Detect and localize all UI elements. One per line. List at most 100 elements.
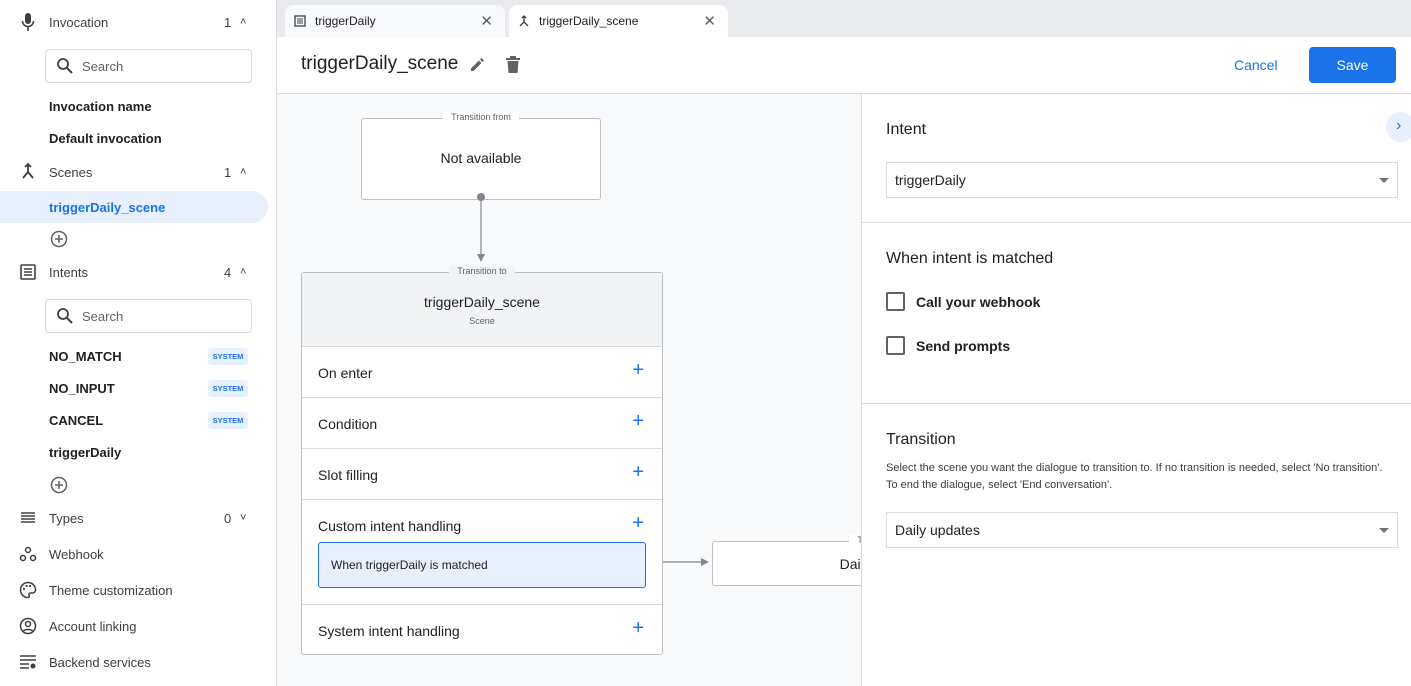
sidebar-item-theme[interactable]: Theme customization	[0, 578, 276, 602]
row-label: Custom intent handling	[318, 518, 462, 534]
page-title: triggerDaily_scene	[301, 53, 459, 74]
count: 0	[224, 510, 232, 526]
row-on-enter[interactable]: On enter +	[302, 346, 662, 397]
row-label: Slot filling	[318, 467, 378, 483]
row-label: On enter	[318, 365, 373, 381]
pencil-icon[interactable]	[469, 55, 487, 73]
intent-list-icon	[294, 15, 306, 27]
close-icon[interactable]: ✕	[703, 13, 716, 30]
intent-heading: Intent	[886, 121, 927, 138]
sidebar-item-intent[interactable]: NO_MATCH	[49, 349, 122, 364]
add-icon[interactable]: +	[632, 512, 644, 534]
system-badge: SYSTEM	[208, 348, 248, 365]
checkbox-icon[interactable]	[886, 336, 905, 355]
chevron-down-icon[interactable]: ˅	[240, 512, 247, 524]
intent-select[interactable]: triggerDaily	[886, 162, 1398, 198]
search-icon	[57, 308, 73, 324]
types-list-icon	[18, 508, 38, 528]
collapse-panel-chevron-right-icon[interactable]: ›	[1386, 112, 1411, 142]
count: 1	[224, 14, 232, 30]
scene-merge-icon	[18, 162, 38, 182]
scene-card: triggerDaily_scene Scene Transition to O…	[301, 266, 663, 655]
transition-to-box[interactable]: Transition to Daily updates	[712, 535, 861, 586]
webhook-icon	[18, 544, 38, 564]
sidebar-label: Backend services	[49, 654, 151, 670]
sidebar: Invocation 1 ˄ Search Invocation name De…	[0, 0, 277, 686]
add-icon[interactable]: +	[632, 461, 644, 483]
count: 4	[224, 264, 232, 280]
sidebar-label: Webhook	[49, 546, 104, 562]
row-system-intent-handling[interactable]: System intent handling +	[302, 604, 662, 655]
row-slot-filling[interactable]: Slot filling +	[302, 448, 662, 499]
scene-title: triggerDaily_scene	[424, 294, 540, 310]
search-placeholder: Search	[82, 58, 124, 74]
intent-list-icon	[18, 262, 38, 282]
chevron-up-icon[interactable]: ˄	[240, 166, 247, 178]
microphone-icon	[18, 12, 38, 32]
row-label: System intent handling	[318, 623, 460, 639]
transition-from-text: Not available	[440, 150, 522, 166]
sidebar-item-account-linking[interactable]: Account linking	[0, 614, 276, 638]
search-icon	[57, 58, 73, 74]
invocation-search-input[interactable]: Search	[45, 49, 252, 83]
scene-canvas: Transition from Not available triggerDai…	[277, 94, 861, 686]
sidebar-item-intent[interactable]: NO_INPUT	[49, 381, 115, 396]
scene-merge-icon	[519, 15, 529, 27]
sidebar-section-scenes[interactable]: Scenes 1 ˄	[0, 160, 276, 184]
row-custom-intent-handling[interactable]: Custom intent handling + When triggerDail…	[302, 499, 662, 604]
send-prompts-checkbox[interactable]: Send prompts	[886, 336, 1010, 355]
transition-from-box: Transition from Not available	[361, 112, 601, 200]
add-icon[interactable]: +	[632, 617, 644, 639]
sidebar-label: Invocation	[49, 14, 109, 30]
sidebar-item-triggerdaily-scene[interactable]: triggerDaily_scene	[0, 191, 268, 223]
legend-label: Transition to	[849, 535, 861, 545]
system-badge: SYSTEM	[208, 412, 248, 429]
sidebar-item-invocation-name[interactable]: Invocation name	[49, 99, 152, 114]
tab-triggerdaily-scene[interactable]: triggerDaily_scene ✕	[509, 5, 728, 37]
count: 1	[224, 164, 232, 180]
transition-select[interactable]: Daily updates	[886, 512, 1398, 548]
add-icon[interactable]: +	[632, 410, 644, 432]
backend-settings-icon	[18, 652, 38, 672]
sidebar-item-backend-services[interactable]: Backend services	[0, 650, 276, 674]
sidebar-label: Scenes	[49, 164, 93, 180]
save-button[interactable]: Save	[1309, 47, 1396, 83]
close-icon[interactable]: ✕	[480, 13, 493, 30]
transition-to-text: Daily updates	[839, 556, 861, 572]
intents-search-input[interactable]: Search	[45, 299, 252, 333]
chevron-up-icon[interactable]: ˄	[240, 266, 247, 278]
sidebar-item-webhook[interactable]: Webhook	[0, 542, 276, 566]
legend-label: Transition from	[443, 112, 519, 122]
sidebar-item-intent[interactable]: triggerDaily	[49, 445, 122, 460]
trash-icon[interactable]	[505, 55, 521, 74]
sidebar-section-invocation[interactable]: Invocation 1 ˄	[0, 10, 276, 34]
cancel-button[interactable]: Cancel	[1234, 57, 1278, 73]
row-condition[interactable]: Condition+	[302, 397, 662, 448]
dropdown-arrow-icon	[1379, 178, 1389, 183]
add-scene-icon[interactable]	[50, 230, 68, 248]
chevron-up-icon[interactable]: ˄	[240, 16, 247, 28]
divider	[862, 403, 1411, 404]
transition-heading: Transition	[886, 431, 956, 448]
sidebar-section-intents[interactable]: Intents 4 ˄	[0, 260, 276, 284]
sidebar-item-default-invocation[interactable]: Default invocation	[49, 131, 162, 146]
add-intent-icon[interactable]	[50, 476, 68, 494]
intent-handler-item[interactable]: When triggerDaily is matched	[318, 542, 646, 588]
add-icon[interactable]: +	[632, 359, 644, 381]
call-webhook-checkbox[interactable]: Call your webhook	[886, 292, 1040, 311]
checkbox-icon[interactable]	[886, 292, 905, 311]
select-value: Daily updates	[895, 522, 980, 538]
select-value: triggerDaily	[895, 172, 966, 188]
tab-bar: triggerDaily ✕ triggerDaily_scene ✕	[277, 0, 1411, 37]
matched-heading: When intent is matched	[886, 250, 1054, 267]
checkbox-label: Call your webhook	[916, 293, 1041, 310]
tab-triggerdaily[interactable]: triggerDaily ✕	[285, 5, 505, 37]
system-badge: SYSTEM	[208, 380, 248, 397]
search-placeholder: Search	[82, 308, 124, 324]
sidebar-item-label: triggerDaily_scene	[49, 200, 166, 215]
divider	[862, 222, 1411, 223]
checkbox-label: Send prompts	[916, 337, 1011, 354]
page-header: triggerDaily_scene Cancel Save	[277, 37, 1411, 94]
sidebar-item-intent[interactable]: CANCEL	[49, 413, 104, 428]
sidebar-section-types[interactable]: Types 0 ˅	[0, 506, 276, 530]
